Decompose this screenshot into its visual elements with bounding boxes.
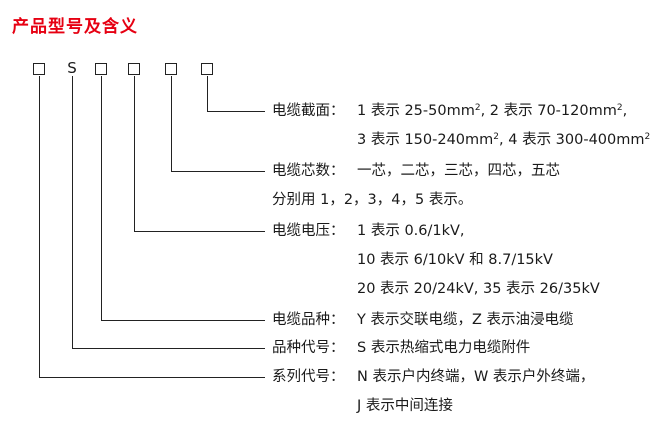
variety-label: 电缆品种： [272,312,345,328]
code-box-section [201,63,213,75]
cores-desc-line1: 一芯，二芯，三芯，四芯，五芯 [357,163,560,179]
voltage-label: 电缆电压： [272,223,345,239]
section-label: 电缆截面： [272,103,345,119]
diagram-title: 产品型号及含义 [12,17,138,37]
code-box-variety [95,63,107,75]
code-letter-product: S [67,59,77,77]
voltage-desc-line3: 20 表示 20/24kV, 35 表示 26/35kV [357,281,600,297]
section-desc-line1: 1 表示 25-50mm2, 2 表示 70-120mm2, [357,103,628,119]
cores-label: 电缆芯数： [272,163,345,179]
code-box-voltage [128,63,140,75]
code-box-series [33,63,45,75]
series-code-desc-line2: J 表示中间连接 [357,398,453,414]
section-desc-line2: 3 表示 150-240mm2, 4 表示 300-400mm2 [357,132,651,148]
series-code-label: 系列代号： [272,369,345,385]
code-box-cores [165,63,177,75]
variety-desc-line1: Y 表示交联电缆，Z 表示油浸电缆 [357,312,574,328]
leader-line-series-code [39,76,265,378]
product-code-label: 品种代号： [272,340,345,356]
product-code-desc-line1: S 表示热缩式电力电缆附件 [357,340,531,356]
leader-line-variety [101,76,265,321]
leader-line-section [207,76,265,112]
leader-line-product-code [72,76,265,349]
cores-desc-line2: 分别用 1，2，3，4，5 表示。 [272,192,473,208]
series-code-desc-line1: N 表示户内终端，W 表示户外终端， [357,369,595,385]
leader-line-cores [171,76,265,172]
voltage-desc-line2: 10 表示 6/10kV 和 8.7/15kV [357,252,553,268]
voltage-desc-line1: 1 表示 0.6/1kV, [357,223,465,239]
leader-line-voltage [134,76,265,232]
